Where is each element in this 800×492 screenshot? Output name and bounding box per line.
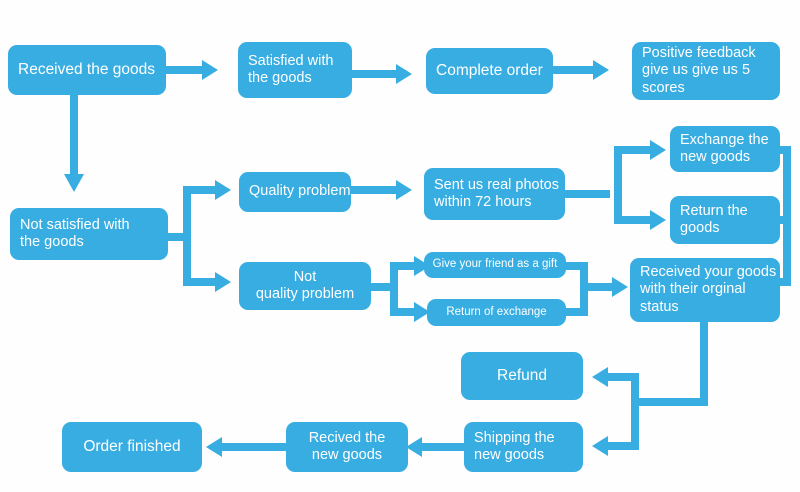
connector-recived-to-orderfinished	[222, 443, 286, 451]
arrowhead-bus-to-return	[650, 210, 666, 230]
arrowhead-bus-to-returnexchange	[414, 302, 430, 322]
connector-right-to-receivedgoods	[775, 278, 791, 286]
node-return-the-goods[interactable]: Return the goods	[670, 196, 780, 244]
arrowhead-bus-to-notquality	[215, 272, 231, 292]
node-sent-us-real-photos[interactable]: Sent us real photos within 72 hours	[424, 168, 565, 220]
connector-bus-to-exchange	[614, 146, 656, 154]
node-order-finished[interactable]: Order finished	[62, 422, 202, 472]
connector-gift-right-stub	[566, 262, 588, 270]
arrowhead-bus-to-refund	[592, 367, 608, 387]
arrowhead-received-to-satisfied	[202, 60, 218, 80]
node-exchange-the-new-goods[interactable]: Exchange the new goods	[670, 126, 780, 172]
connector-bus-to-quality	[183, 186, 219, 194]
arrowhead-merge-to-receivedgoods	[612, 277, 628, 297]
arrowhead-bus-to-quality	[215, 180, 231, 200]
node-received-the-goods[interactable]: Received the goods	[8, 45, 166, 95]
connector-complete-to-feedback	[553, 66, 597, 74]
connector-photos-stub	[565, 190, 610, 198]
connector-notsatisfied-stub	[168, 233, 190, 241]
node-quality-problem[interactable]: Quality problem	[239, 172, 351, 212]
connector-shipping-to-recived	[422, 443, 464, 451]
connector-bus-to-gift	[390, 262, 418, 270]
node-refund[interactable]: Refund	[461, 352, 583, 400]
connector-notquality-bus	[390, 262, 398, 316]
connector-received-to-notsatisfied	[70, 94, 78, 178]
connector-notsatisfied-bus	[183, 186, 191, 286]
node-not-satisfied-with-the-goods[interactable]: Not satisfied with the goods	[10, 208, 168, 260]
connector-photos-bus	[614, 146, 622, 224]
connector-bus-to-refund	[608, 373, 634, 381]
arrowhead-shipping-to-recived	[406, 437, 422, 457]
node-return-of-exchange[interactable]: Return of exchange	[427, 299, 566, 326]
connector-returnexchange-right-stub	[566, 308, 588, 316]
connector-received-to-satisfied	[166, 66, 206, 74]
connector-right-vertical	[783, 146, 791, 286]
node-complete-order[interactable]: Complete order	[426, 48, 553, 94]
node-not-quality-problem[interactable]: Not quality problem	[239, 262, 371, 310]
connector-receivedgoods-left	[631, 398, 708, 406]
connector-receivedgoods-down	[700, 322, 708, 406]
arrowhead-quality-to-photos	[396, 180, 412, 200]
node-satisfied-with-the-goods[interactable]: Satisfied with the goods	[238, 42, 352, 98]
connector-merge-to-receivedgoods	[580, 283, 616, 291]
node-shipping-the-new-goods[interactable]: Shipping the new goods	[464, 422, 583, 472]
connector-satisfied-to-complete	[352, 70, 400, 78]
connector-bus-to-shipping	[608, 442, 634, 450]
arrowhead-satisfied-to-complete	[396, 64, 412, 84]
arrowhead-bus-to-shipping	[592, 436, 608, 456]
arrowhead-received-to-notsatisfied	[64, 174, 84, 192]
connector-bus-to-return	[614, 216, 656, 224]
node-recived-the-new-goods[interactable]: Recived the new goods	[286, 422, 408, 472]
arrowhead-complete-to-feedback	[593, 60, 609, 80]
node-positive-feedback[interactable]: Positive feedback give us give us 5 scor…	[632, 42, 780, 100]
connector-notquality-stub	[371, 283, 393, 291]
arrowhead-bus-to-exchange	[650, 140, 666, 160]
node-give-your-friend-as-a-gift[interactable]: Give your friend as a gift	[424, 252, 566, 278]
connector-bus-to-notquality	[183, 278, 219, 286]
connector-bus-to-returnexchange	[390, 308, 418, 316]
connector-refund-shipping-bus	[631, 373, 639, 450]
node-received-your-goods-original-status[interactable]: Received your goods with their orginal s…	[630, 258, 780, 322]
arrowhead-recived-to-orderfinished	[206, 437, 222, 457]
connector-quality-to-photos	[351, 186, 401, 194]
